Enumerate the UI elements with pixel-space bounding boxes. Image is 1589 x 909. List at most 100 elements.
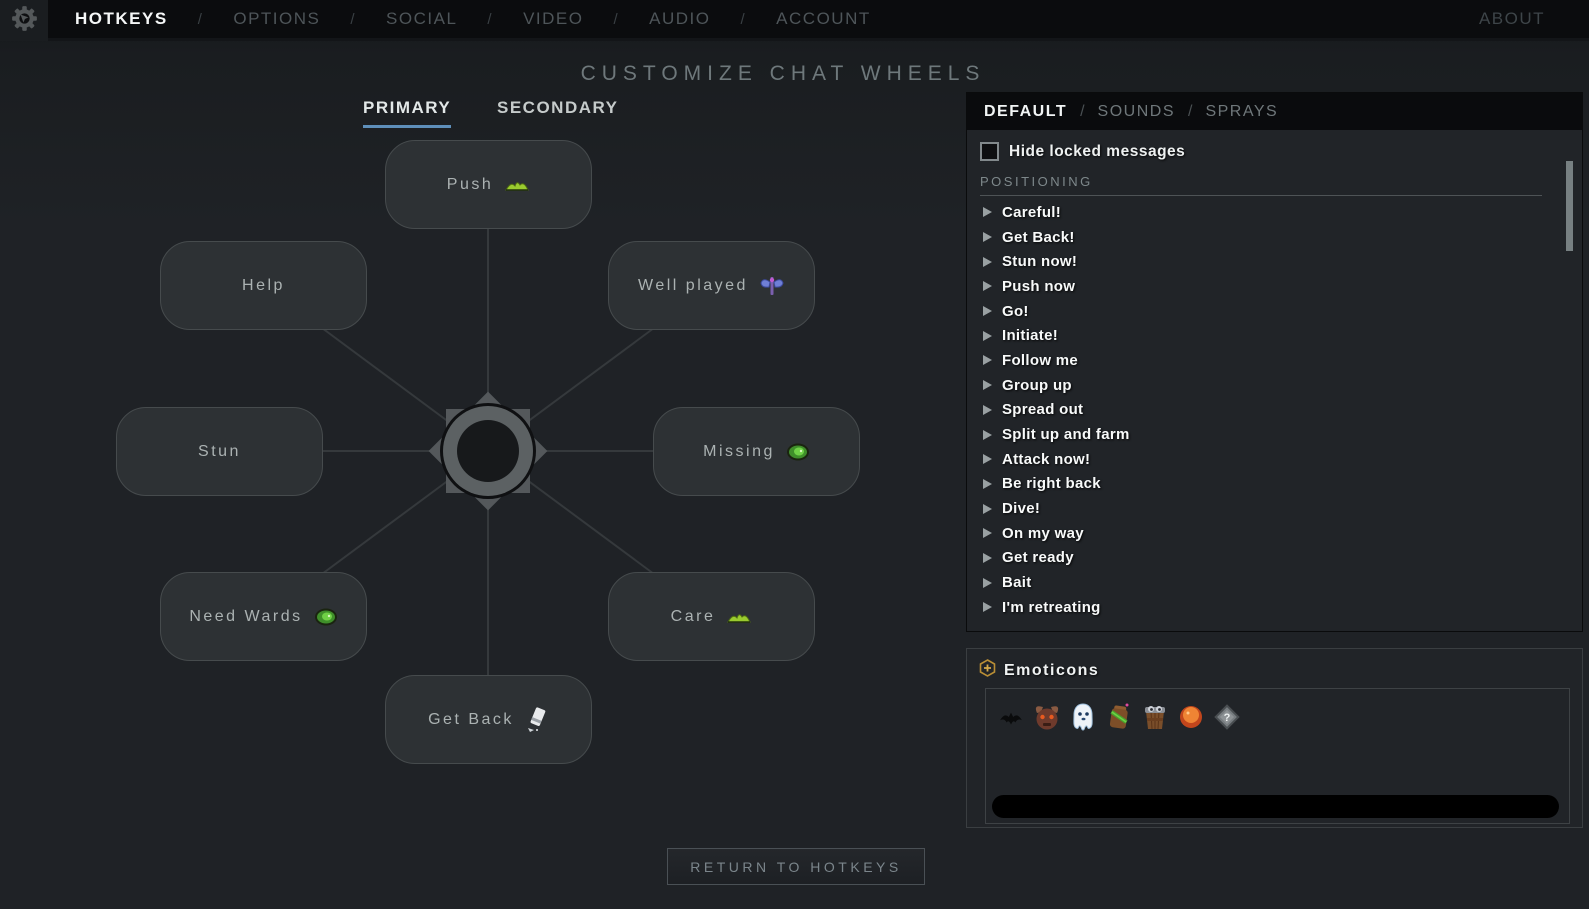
expand-arrow-icon: [983, 602, 992, 613]
svg-text:?: ?: [1224, 712, 1231, 724]
expand-arrow-icon: [983, 552, 992, 563]
message-text: Split up and farm: [1002, 426, 1130, 444]
tab-sprays[interactable]: SPRAYS: [1205, 102, 1279, 120]
slot-label: Push: [446, 175, 494, 193]
candy-bag-emoticon-icon[interactable]: [1104, 702, 1134, 732]
emoticons-header: Emoticons: [967, 649, 1582, 682]
demon-emoticon-icon[interactable]: [1032, 702, 1062, 732]
wheel-slot-help[interactable]: Help: [160, 241, 367, 330]
tab-separator: /: [1188, 102, 1193, 120]
message-panel-tabs: DEFAULT / SOUNDS / SPRAYS: [967, 93, 1582, 130]
nav-item-options[interactable]: OPTIONS: [233, 9, 321, 28]
expand-arrow-icon: [983, 306, 992, 317]
expand-arrow-icon: [983, 232, 992, 243]
wheel-slot-push[interactable]: Push: [385, 140, 592, 229]
message-item[interactable]: Bait: [980, 570, 1564, 595]
slot-label: Care: [670, 607, 716, 625]
message-item[interactable]: Be right back: [980, 472, 1564, 497]
message-text: Stun now!: [1002, 253, 1078, 271]
nav-item-hotkeys[interactable]: HOTKEYS: [75, 9, 168, 28]
expand-arrow-icon: [983, 528, 992, 539]
message-text: Spread out: [1002, 401, 1084, 419]
wheel-slot-get-back[interactable]: Get Back: [385, 675, 592, 764]
message-item[interactable]: I'm retreating: [980, 595, 1564, 620]
unknown-emoticon-icon[interactable]: ?: [1212, 702, 1242, 732]
message-item[interactable]: Split up and farm: [980, 422, 1564, 447]
message-item[interactable]: Follow me: [980, 348, 1564, 373]
nav-separator: /: [350, 10, 357, 28]
message-text: Follow me: [1002, 351, 1079, 369]
message-item[interactable]: Careful!: [980, 200, 1564, 225]
emoticons-box: ?: [985, 688, 1570, 824]
panel-scrollbar-thumb[interactable]: [1566, 161, 1573, 251]
message-text: Group up: [1002, 376, 1072, 394]
message-text: Get ready: [1002, 549, 1074, 567]
emoticons-scrollbar[interactable]: [992, 795, 1559, 818]
message-item[interactable]: Spread out: [980, 398, 1564, 423]
ward-emoticon-icon: [786, 443, 810, 461]
expand-arrow-icon: [983, 207, 992, 218]
message-text: Attack now!: [1002, 450, 1091, 468]
nav-item-video[interactable]: VIDEO: [523, 9, 584, 28]
expand-arrow-icon: [983, 478, 992, 489]
wheel-slot-stun[interactable]: Stun: [116, 407, 323, 496]
message-item[interactable]: Get Back!: [980, 225, 1564, 250]
tab-sounds[interactable]: SOUNDS: [1097, 102, 1175, 120]
wheel-slot-missing[interactable]: Missing: [653, 407, 860, 496]
tab-secondary[interactable]: SECONDARY: [497, 98, 619, 117]
message-text: Get Back!: [1002, 228, 1075, 246]
expand-arrow-icon: [983, 281, 992, 292]
slot-label: Stun: [198, 442, 241, 460]
settings-gear-button[interactable]: [0, 0, 48, 41]
message-item[interactable]: Attack now!: [980, 447, 1564, 472]
creep-emoticon-icon: [504, 178, 530, 192]
wheel-slot-well-played[interactable]: Well played: [608, 241, 815, 330]
bat-emoticon-icon[interactable]: [996, 702, 1026, 732]
nav-item-account[interactable]: ACCOUNT: [776, 9, 871, 28]
nav-item-social[interactable]: SOCIAL: [386, 9, 458, 28]
message-item[interactable]: Initiate!: [980, 323, 1564, 348]
hide-locked-checkbox[interactable]: [980, 142, 999, 161]
hide-locked-messages-toggle[interactable]: Hide locked messages: [980, 142, 1564, 161]
expand-arrow-icon: [983, 429, 992, 440]
wheel-center-hub: [428, 391, 548, 511]
nav-separator: /: [197, 10, 204, 28]
ghost-emoticon-icon[interactable]: [1068, 702, 1098, 732]
emoticons-title: Emoticons: [1004, 661, 1100, 679]
message-panel: DEFAULT / SOUNDS / SPRAYS Hide locked me…: [966, 92, 1583, 632]
creep-emoticon-icon: [726, 610, 752, 624]
message-text: Push now: [1002, 277, 1076, 295]
message-text: Bait: [1002, 574, 1032, 592]
message-text: Careful!: [1002, 203, 1062, 221]
nav-item-audio[interactable]: AUDIO: [649, 9, 711, 28]
message-item[interactable]: Push now: [980, 274, 1564, 299]
gold-hex-plus-icon: [979, 659, 996, 682]
message-item[interactable]: Get ready: [980, 546, 1564, 571]
message-item[interactable]: Stun now!: [980, 249, 1564, 274]
message-item[interactable]: Group up: [980, 373, 1564, 398]
expand-arrow-icon: [983, 503, 992, 514]
nav-item-about[interactable]: ABOUT: [1478, 9, 1545, 28]
wheel-slot-need-wards[interactable]: Need Wards: [160, 572, 367, 661]
expand-arrow-icon: [983, 454, 992, 465]
nav-separator: /: [613, 10, 620, 28]
message-item[interactable]: Go!: [980, 299, 1564, 324]
emoticons-row: ?: [986, 689, 1569, 732]
tab-default[interactable]: DEFAULT: [984, 102, 1068, 120]
slot-label: Get Back: [428, 710, 514, 728]
message-item[interactable]: On my way: [980, 521, 1564, 546]
expand-arrow-icon: [983, 355, 992, 366]
slot-label: Need Wards: [189, 607, 303, 625]
message-item[interactable]: Dive!: [980, 496, 1564, 521]
bucket-emoticon-icon[interactable]: [1140, 702, 1170, 732]
message-text: Go!: [1002, 302, 1029, 320]
tab-primary[interactable]: PRIMARY: [363, 98, 452, 128]
message-text: Be right back: [1002, 475, 1101, 493]
return-to-hotkeys-button[interactable]: RETURN TO HOTKEYS: [667, 848, 925, 885]
tab-separator: /: [1080, 102, 1085, 120]
wheel-slot-care[interactable]: Care: [608, 572, 815, 661]
tp-scroll-emoticon-icon: [525, 706, 549, 733]
expand-arrow-icon: [983, 404, 992, 415]
ember-emoticon-icon[interactable]: [1176, 702, 1206, 732]
